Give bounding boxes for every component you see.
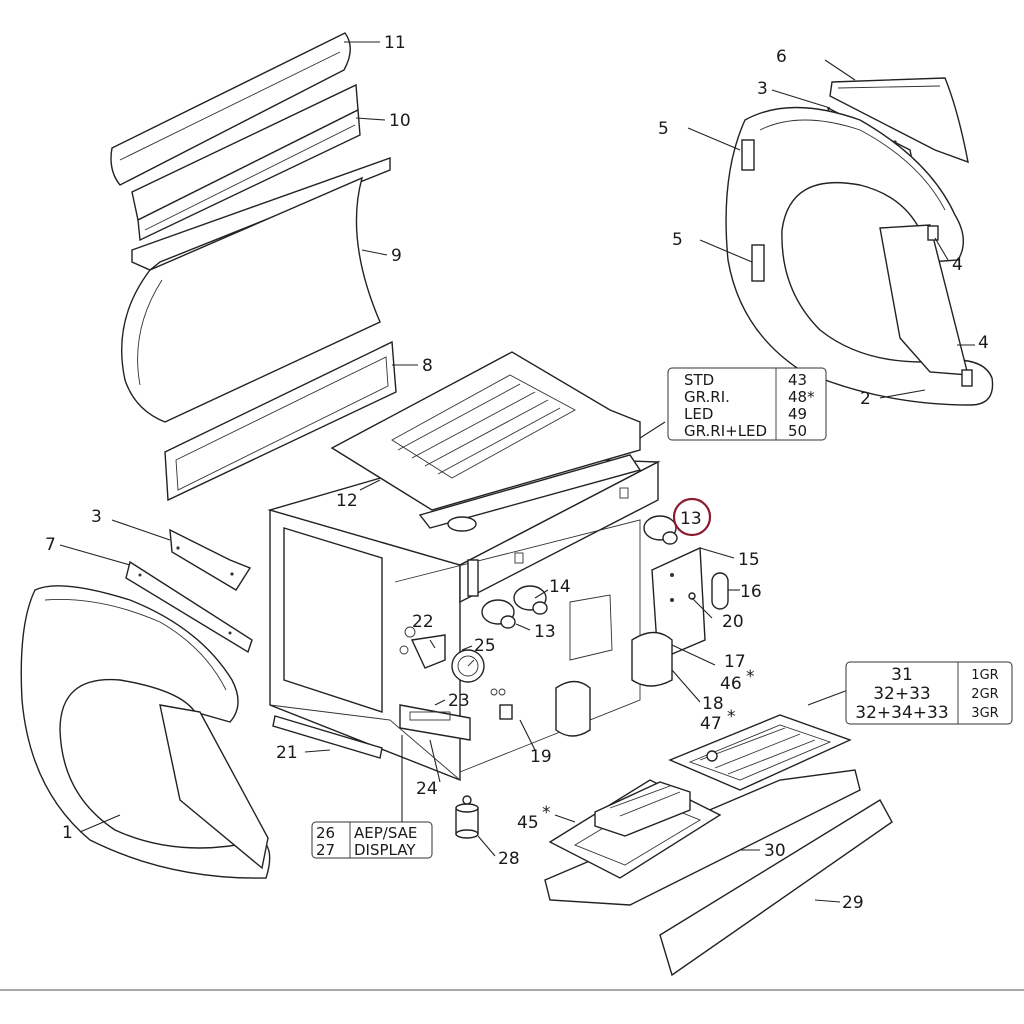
label-45-star: * <box>542 803 551 823</box>
label-20: 20 <box>722 612 744 632</box>
label-29: 29 <box>842 893 864 913</box>
highlight-circle <box>672 497 712 537</box>
display-code-1: 26 <box>316 824 335 842</box>
variant-code-3: 49 <box>788 405 807 423</box>
part-16-slot-cover <box>711 572 729 610</box>
label-22: 22 <box>412 612 434 632</box>
label-13-right: 13 <box>680 509 702 529</box>
label-47-star: * <box>727 707 736 727</box>
label-14: 14 <box>549 577 571 597</box>
label-4-top: 4 <box>952 255 963 275</box>
part-9-curved-panel <box>121 157 391 423</box>
variant-name-2: GR.RI. <box>684 388 730 406</box>
part-7-left-bracket <box>125 560 253 654</box>
part-25-gauge <box>451 649 485 683</box>
part-11-top-trim <box>110 32 351 186</box>
label-46-star: * <box>746 667 755 687</box>
group-parts-3: 32+34+33 <box>855 703 948 723</box>
group-size-2: 2GR <box>971 687 998 702</box>
part-20-screw <box>688 592 696 600</box>
label-30: 30 <box>764 841 786 861</box>
label-45: 45 <box>517 813 539 833</box>
part-29-front-strip <box>659 799 893 977</box>
label-28: 28 <box>498 849 520 869</box>
part-28-foot <box>455 795 479 839</box>
display-name-2: DISPLAY <box>354 841 416 859</box>
group-size-3: 3GR <box>971 706 998 721</box>
label-46: 46 <box>720 674 742 694</box>
variant-name-3: LED <box>684 405 713 423</box>
display-code-2: 27 <box>316 841 335 859</box>
part-1-left-side-panel <box>20 585 271 879</box>
label-7: 7 <box>45 535 56 555</box>
label-1: 1 <box>62 823 73 843</box>
label-25: 25 <box>474 636 496 656</box>
label-4-bottom: 4 <box>978 333 989 353</box>
label-24: 24 <box>416 779 438 799</box>
variant-table: STD GR.RI. LED GR.RI+LED 43 48* 49 50 <box>667 367 827 441</box>
label-3-right: 3 <box>757 79 768 99</box>
variant-name-1: STD <box>684 371 714 389</box>
part-number-labels: 11 10 9 8 12 3 7 1 6 3 5 5 4 4 2 13 15 1… <box>45 33 989 913</box>
display-name-1: AEP/SAE <box>354 824 417 842</box>
part-3-left-bracket <box>169 528 252 591</box>
label-5-top: 5 <box>658 119 669 139</box>
label-5-bottom: 5 <box>672 230 683 250</box>
part-23-24-switch-panel <box>399 704 471 741</box>
part-12-top-cover <box>330 351 642 532</box>
label-11: 11 <box>384 33 406 53</box>
variant-code-2: 48* <box>788 388 815 406</box>
part-10-upper-panel <box>131 83 361 242</box>
part-45-grid-insert <box>548 779 722 879</box>
part-14-knob <box>513 585 548 615</box>
part-17-18-group-covers <box>555 594 673 737</box>
variant-name-4: GR.RI+LED <box>684 422 767 440</box>
label-3-left: 3 <box>91 507 102 527</box>
label-13-center: 13 <box>534 622 556 642</box>
group-size-1: 1GR <box>971 668 998 683</box>
group-table: 31 32+33 32+34+33 1GR 2GR 3GR <box>845 661 1013 725</box>
part-2-right-side-panel <box>725 106 994 406</box>
part-22-valve <box>399 626 446 669</box>
label-6: 6 <box>776 47 787 67</box>
part-21-drip-rail <box>272 715 383 759</box>
label-19: 19 <box>530 747 552 767</box>
label-21: 21 <box>276 743 298 763</box>
part-19-switch <box>490 688 513 720</box>
label-23: 23 <box>448 691 470 711</box>
label-17: 17 <box>724 652 746 672</box>
variant-code-1: 43 <box>788 371 807 389</box>
variant-code-4: 50 <box>788 422 807 440</box>
label-9: 9 <box>391 246 402 266</box>
part-4-clips <box>927 225 973 387</box>
leader-lines <box>59 41 975 903</box>
label-10: 10 <box>389 111 411 131</box>
label-8: 8 <box>422 356 433 376</box>
part-5-clips <box>741 139 765 282</box>
label-47: 47 <box>700 714 722 734</box>
label-2: 2 <box>860 389 871 409</box>
part-15-plate <box>651 546 706 662</box>
label-15: 15 <box>738 550 760 570</box>
label-12: 12 <box>336 491 358 511</box>
part-8-front-strip <box>164 340 397 502</box>
part-31-34-drip-grid <box>668 714 852 791</box>
part-13-knob-right <box>643 515 678 545</box>
label-18: 18 <box>702 694 724 714</box>
part-6-top-bracket <box>829 77 969 164</box>
group-parts-1: 31 <box>891 665 913 685</box>
part-13-knob-center <box>481 599 516 629</box>
group-parts-2: 32+33 <box>873 684 931 704</box>
label-16: 16 <box>740 582 762 602</box>
display-table: 26 27 AEP/SAE DISPLAY <box>311 821 433 859</box>
